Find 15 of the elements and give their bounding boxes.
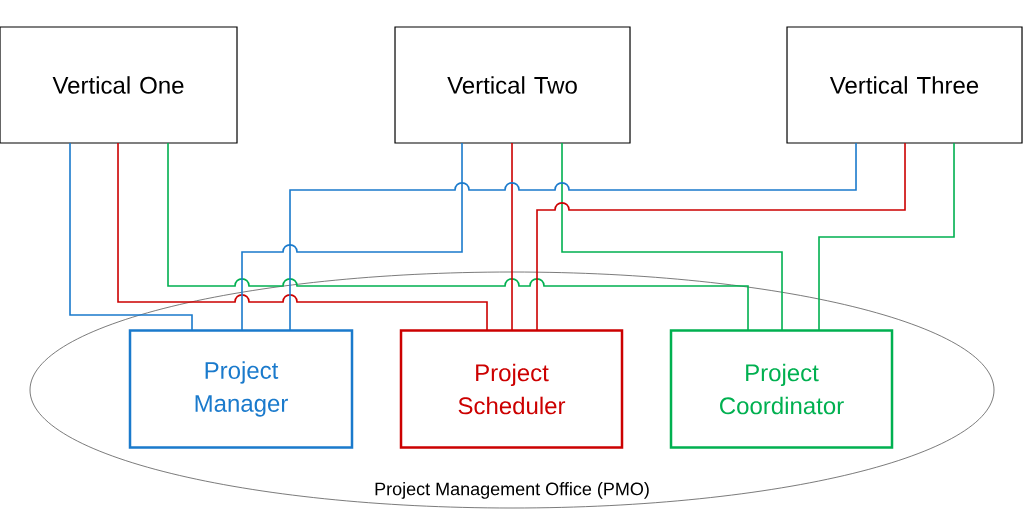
- connector-line: [561, 142, 783, 332]
- department-box: Vertical Three: [786, 26, 1023, 144]
- connector-line: [167, 142, 749, 332]
- department-box: Vertical Two: [394, 26, 631, 144]
- connector-line: [289, 142, 857, 332]
- role-box: Project Coordinator: [669, 329, 894, 449]
- connector-line: [69, 142, 193, 332]
- department-box: Vertical One: [0, 26, 238, 144]
- connector-line: [818, 142, 955, 332]
- connector-line: [117, 142, 488, 332]
- role-box: Project Scheduler: [399, 329, 624, 449]
- role-box: Project Manager: [128, 329, 354, 449]
- connector-line: [511, 142, 513, 332]
- connector-line: [241, 142, 463, 332]
- connector-line: [536, 142, 906, 332]
